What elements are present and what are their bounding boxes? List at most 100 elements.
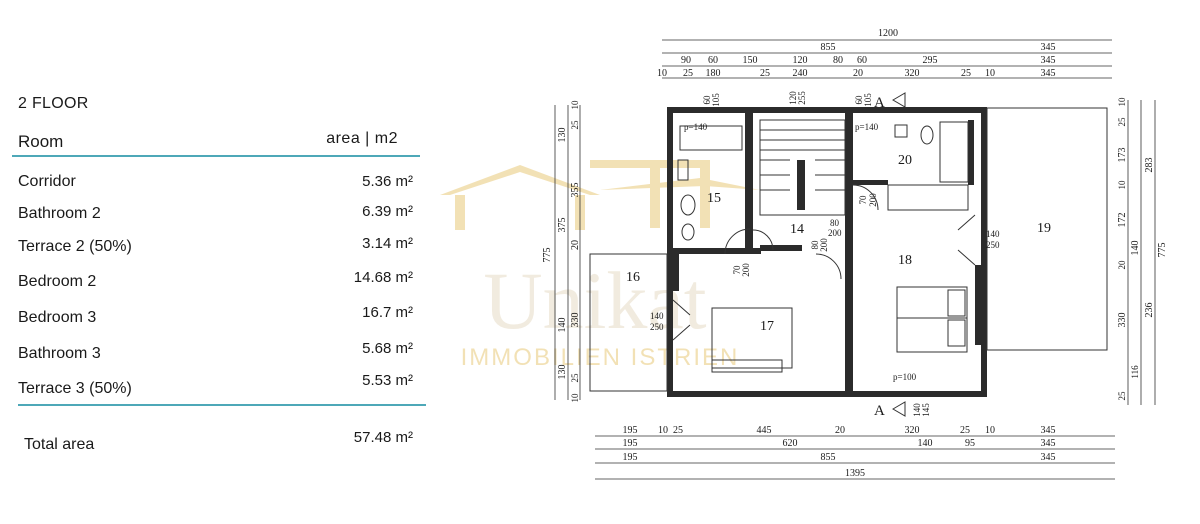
- table-row-area: 5.68 m²: [362, 340, 413, 357]
- dim-text: 60: [702, 95, 712, 105]
- dim-text: 180: [706, 68, 721, 79]
- dim-text: 173: [1117, 148, 1128, 163]
- dim-text: 25: [673, 425, 683, 436]
- dim-text: 130: [557, 128, 568, 143]
- dim-text: 283: [1144, 158, 1155, 173]
- dim-text: 20: [835, 425, 845, 436]
- dim-text: 195: [623, 452, 638, 463]
- dim-text: 130: [557, 365, 568, 380]
- dim-text: 90: [681, 55, 691, 66]
- table-row-area: 6.39 m²: [362, 203, 413, 220]
- dim-text: 10: [985, 425, 995, 436]
- dim-text: 25: [570, 373, 580, 383]
- dim-text: 25: [1117, 117, 1127, 127]
- top-dimensions: 1200 855 345 90 60 150 120 80 60 295 345…: [657, 28, 1112, 79]
- bottom-dimensions: 195 10 25 445 20 320 25 10 345 195 620 1…: [595, 425, 1115, 480]
- dim-text: 345: [1041, 55, 1056, 66]
- section-markers: A A: [874, 92, 906, 419]
- dim-text: 25: [961, 68, 971, 79]
- dim-text: 855: [821, 42, 836, 53]
- dim-text: 150: [743, 55, 758, 66]
- dim-text: 330: [1117, 313, 1128, 328]
- dim-text: 10: [657, 68, 667, 79]
- dim-text: 775: [1157, 243, 1168, 258]
- table-row-area: 3.14 m²: [362, 235, 413, 252]
- dim-text: 10: [570, 100, 580, 110]
- dim-text: 255: [797, 91, 807, 105]
- dim-text: 1395: [845, 468, 865, 479]
- dim-text: 355: [570, 183, 581, 198]
- table-row-room: Bedroom 2: [18, 273, 97, 290]
- dim-text: 240: [793, 68, 808, 79]
- dim-text: 10: [985, 68, 995, 79]
- door-swings: [672, 184, 976, 341]
- right-dimensions: 775 283 140 236 173 172 330 116 25 10 10…: [1117, 97, 1168, 405]
- dim-text: 80: [810, 240, 820, 250]
- dim-text: 345: [1041, 452, 1056, 463]
- table-row-room: Bathroom 2: [18, 205, 101, 222]
- dim-text: 10: [1117, 180, 1127, 190]
- dim-text: 1200: [878, 28, 898, 39]
- floor-title: 2 FLOOR: [18, 95, 89, 112]
- dim-text: 330: [570, 313, 581, 328]
- dim-text: 295: [923, 55, 938, 66]
- room-number: 16: [626, 270, 640, 285]
- dim-text: 60: [854, 95, 864, 105]
- dim-text: 140: [986, 229, 1000, 239]
- dim-text: 20: [570, 240, 581, 250]
- dim-text: 200: [741, 263, 751, 277]
- table-row-area: 5.36 m²: [362, 173, 413, 190]
- section-marker-bottom: A: [874, 403, 885, 419]
- room-number: 18: [898, 253, 912, 268]
- dim-text: 60: [857, 55, 867, 66]
- table-row-room: Corridor: [18, 173, 76, 190]
- dim-text: 116: [1130, 365, 1140, 379]
- dim-text: 140: [557, 318, 568, 333]
- dim-text: 25: [760, 68, 770, 79]
- building-walls: [667, 107, 987, 397]
- dim-text: 80: [830, 218, 840, 228]
- dim-text: p=140: [684, 122, 708, 132]
- room-number: 17: [760, 319, 774, 334]
- table-row-area: 16.7 m²: [362, 304, 413, 321]
- terrace-outline: [589, 107, 1108, 392]
- area-table: 2 FLOOR Room area | m2 Corridor 5.36 m² …: [0, 0, 440, 524]
- dim-text: 345: [1041, 425, 1056, 436]
- bathroom-fixtures: [677, 121, 969, 241]
- dim-text: 140: [918, 438, 933, 449]
- dim-text: 345: [1041, 68, 1056, 79]
- opening-labels: 60 105 120 255 60 105 p=140 p=140 80 200…: [650, 91, 1000, 417]
- dim-text: 60: [708, 55, 718, 66]
- dim-text: 250: [650, 322, 664, 332]
- dim-text: 105: [711, 93, 721, 107]
- dim-text: 105: [863, 93, 873, 107]
- dim-text: 20: [1117, 260, 1127, 270]
- dim-text: 80: [833, 55, 843, 66]
- dim-text: 10: [658, 425, 668, 436]
- area-column-header: area | m2: [326, 130, 398, 147]
- table-row-area: 14.68 m²: [353, 269, 413, 286]
- table-row-room: Terrace 3 (50%): [18, 380, 132, 397]
- total-area-label: Total area: [24, 436, 95, 453]
- dim-text: 775: [542, 248, 553, 263]
- dim-text: 95: [965, 438, 975, 449]
- dim-text: 25: [570, 120, 580, 130]
- dim-text: 320: [905, 68, 920, 79]
- table-row-room: Bathroom 3: [18, 345, 101, 362]
- dim-text: p=140: [855, 122, 879, 132]
- dim-text: 855: [821, 452, 836, 463]
- dim-text: 195: [623, 438, 638, 449]
- beds: [711, 286, 968, 373]
- dim-text: 620: [783, 438, 798, 449]
- dim-text: 200: [868, 193, 878, 207]
- dim-text: 120: [788, 91, 798, 105]
- dim-text: 25: [960, 425, 970, 436]
- dim-text: 250: [986, 240, 1000, 250]
- room-number: 19: [1037, 221, 1051, 236]
- room-number: 14: [790, 222, 804, 237]
- dim-text: 236: [1144, 303, 1155, 318]
- dim-text: 195: [623, 425, 638, 436]
- dim-text: 140: [650, 311, 664, 321]
- room-number: 15: [707, 191, 721, 206]
